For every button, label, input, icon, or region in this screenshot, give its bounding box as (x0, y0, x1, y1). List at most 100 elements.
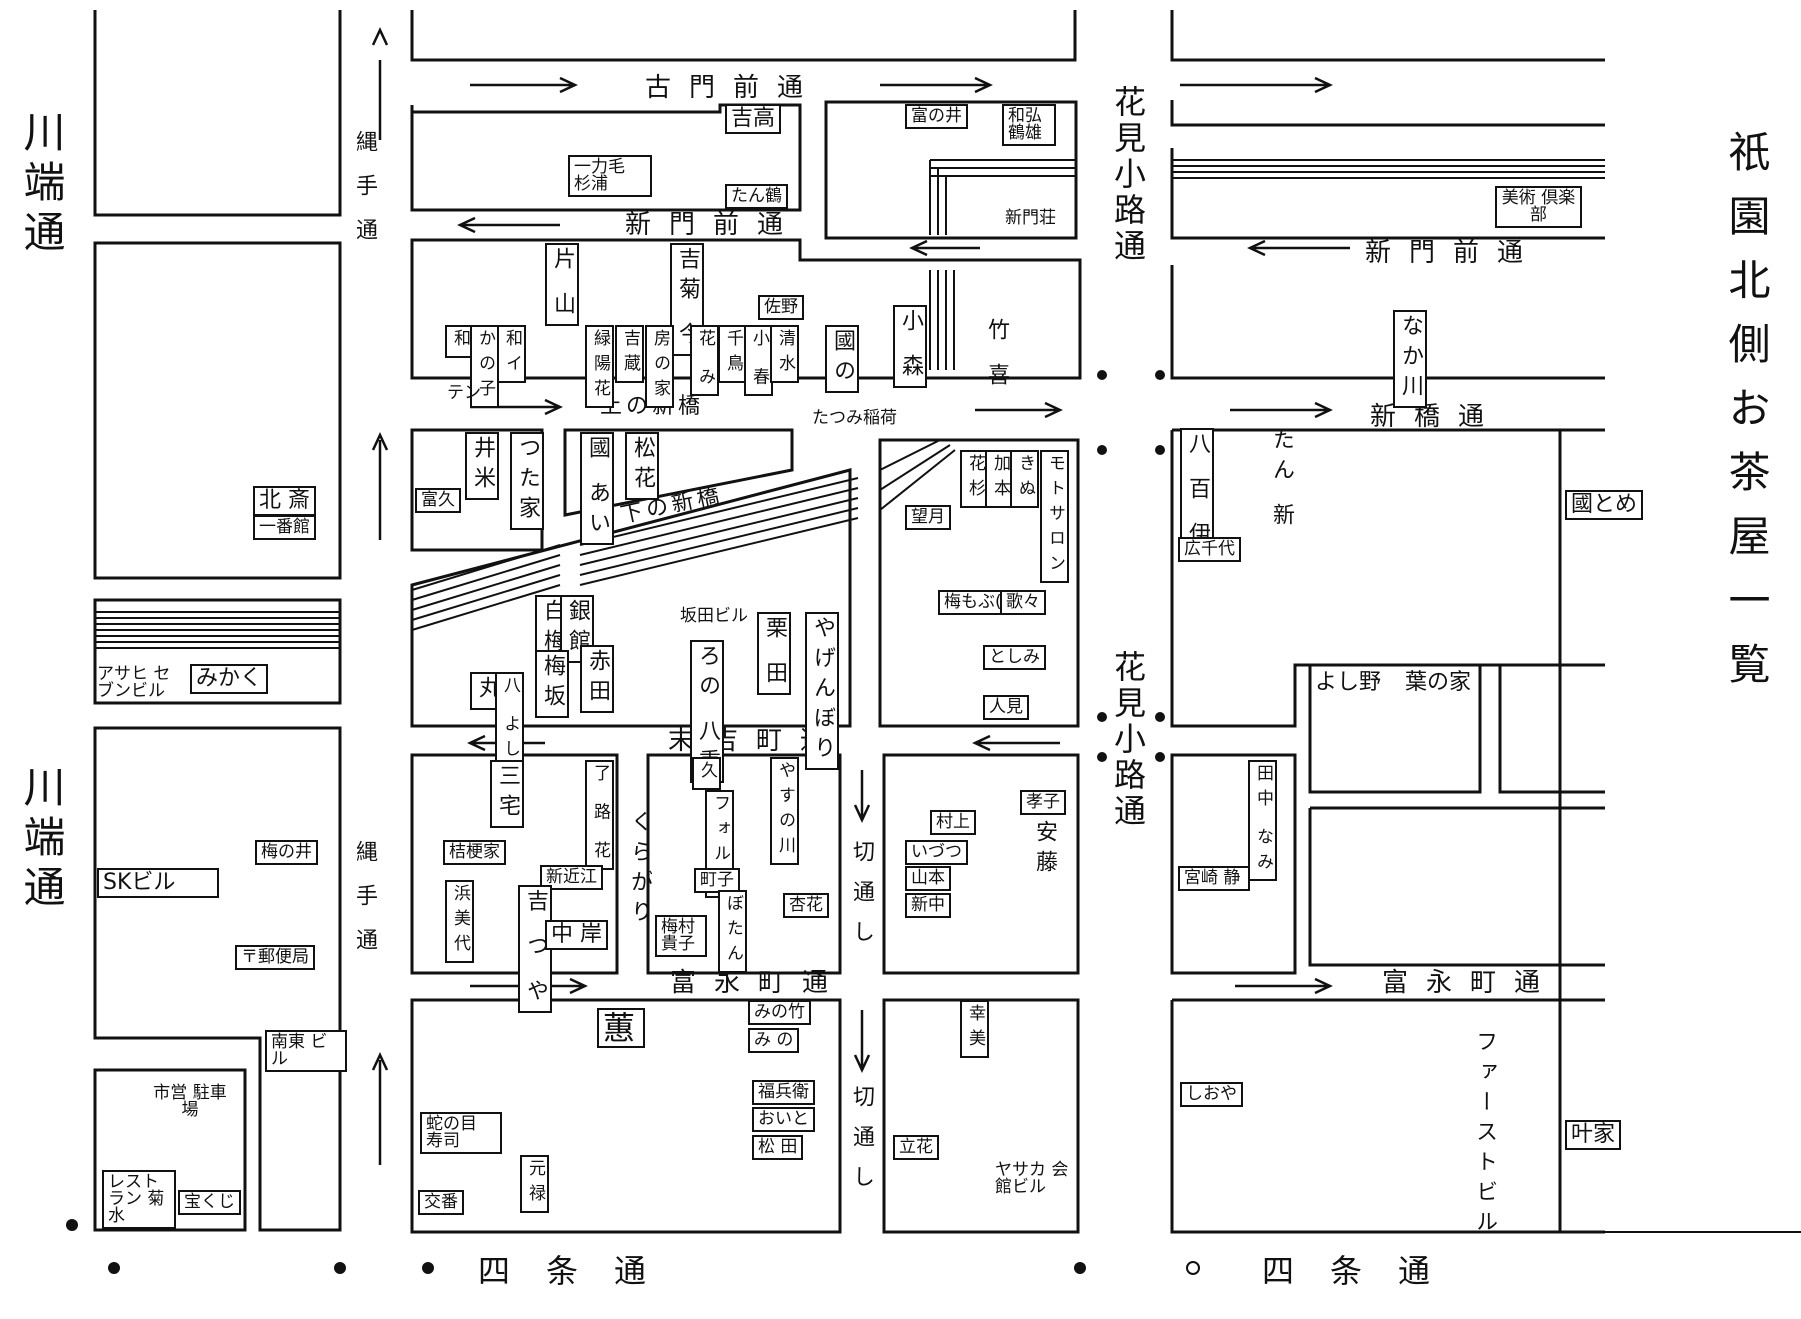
shop-label: 清水 (770, 325, 799, 383)
shop-label: 井米 (465, 432, 499, 500)
arrow (371, 1052, 389, 1165)
shop-label: 一番館 (253, 515, 316, 540)
canal-hatch (411, 544, 561, 631)
block-outline (1308, 808, 1605, 967)
shop-label: 久 (692, 757, 721, 790)
road-shijo-right: 四条通 (1262, 1252, 1467, 1290)
shop-label: としみ (983, 645, 1046, 670)
marker-ring (1186, 1261, 1200, 1275)
shop-label: 吉高 (725, 104, 782, 134)
shop-label: 栗 田 (757, 612, 791, 695)
shop-label: 中 岸 (545, 920, 608, 950)
shop-label: 蛇の目 寿司 (420, 1112, 502, 1154)
shop-label: 〒郵便局 (235, 945, 315, 970)
shop-label: 一力毛 杉浦 (568, 155, 652, 197)
block-outline (1308, 663, 1482, 794)
marker-dot (1155, 445, 1165, 455)
marker-dot (1155, 752, 1165, 762)
road-hanamikoji-bottom: 花見小路通 (1109, 650, 1147, 830)
marker-dot (1097, 370, 1107, 380)
canal-hatch (95, 611, 340, 649)
shop-label: 孝子 (1020, 790, 1066, 815)
marker-dot (422, 1262, 434, 1274)
shop-label: 房の家 (645, 325, 674, 408)
road-shinmonzen-right: 新門前通 (1365, 238, 1542, 268)
shop-label: 小 森 (893, 305, 927, 388)
shop-label: かの子 (470, 325, 499, 408)
shop-label: 富の井 (905, 104, 968, 129)
shop-label: 美術 倶楽部 (1495, 186, 1582, 228)
block-outline (1170, 100, 1605, 127)
shop-label: 坂田ビル (680, 606, 748, 626)
shop-label: ヤサカ 会館ビル (995, 1160, 1069, 1197)
block-outline (1170, 265, 1605, 380)
shop-label: 和イ (497, 325, 526, 383)
shop-label: 北 斎 (253, 486, 316, 516)
block-outline (1498, 665, 1605, 794)
shop-label: 梅の井 (255, 840, 318, 865)
block-outline (410, 998, 842, 1234)
shop-label: つた家 (510, 432, 544, 530)
alley-kurakari: くらがり (627, 810, 652, 930)
shop-label: SKビル (97, 868, 219, 898)
shop-label: 國の (825, 325, 859, 393)
canal-hatch (1172, 159, 1605, 179)
block-outline (93, 241, 342, 580)
shop-label: 吉蔵 (615, 325, 644, 383)
shop-label: しおや (1180, 1082, 1243, 1107)
road-tominagacho-right: 富永町通 (1382, 968, 1559, 998)
shop-label: 三宅 (490, 760, 524, 828)
shop-label: 富久 (415, 488, 461, 513)
block-outline (410, 10, 1077, 62)
shop-label: ぼたん (718, 890, 747, 973)
block-outline (93, 1068, 247, 1232)
arrow (1180, 76, 1333, 94)
shop-label: 望月 (905, 505, 951, 530)
shop-label: 和 (445, 325, 474, 358)
shop-label: 浜美代 (445, 880, 474, 963)
shop-label: 交番 (418, 1190, 464, 1215)
shop-label: 杏花 (783, 893, 829, 918)
shop-label: みの竹 (748, 1000, 811, 1025)
shop-label: 新中 (905, 893, 951, 918)
road-kiridoshi-2: 切通し (849, 1085, 874, 1205)
shop-label: 新門荘 (1005, 208, 1056, 228)
title-list: 祇園北側お茶屋一覧 (1722, 130, 1771, 706)
canal-hatch (579, 477, 859, 586)
shop-label: 松 田 (752, 1135, 804, 1160)
shop-label: 梅村 貴子 (655, 915, 707, 957)
marker-dot (1155, 712, 1165, 722)
road-shinbashi: 新橋通 (1370, 402, 1503, 432)
arrow (1230, 401, 1333, 419)
block-outline (410, 468, 852, 728)
shop-label: たん鶴 (725, 184, 788, 209)
road-kawabata-top: 川端通 (17, 110, 66, 260)
arrow (371, 432, 389, 540)
shop-label: 歌々 (1000, 590, 1046, 615)
arrow (457, 216, 560, 234)
shop-label: み の (748, 1028, 800, 1053)
marker-dot (108, 1262, 120, 1274)
block-outline (878, 438, 1080, 728)
marker-dot (66, 1219, 78, 1231)
shrine-tatsumi: たつみ稲荷 (812, 408, 897, 428)
shop-label: 田中 なみ (1248, 760, 1277, 882)
arrow (470, 76, 578, 94)
shop-label: 千鳥 (718, 325, 747, 383)
shop-label: きぬ (1010, 450, 1039, 508)
block-outline (410, 238, 1082, 380)
shop-label: 南東 ビル (265, 1030, 347, 1072)
block-outline (93, 598, 342, 705)
shop-label: なか川 (1393, 310, 1427, 408)
road-tominagacho-left: 富永町通 (670, 968, 847, 998)
shop-label: 幸美 (960, 1000, 989, 1058)
shop-label: 蕙 (597, 1008, 646, 1048)
shop-label: 梅坂 (535, 650, 569, 718)
shop-label: よし野 (1315, 670, 1382, 695)
road-nawate-bottom: 縄手通 (352, 840, 377, 972)
arrow (1247, 239, 1350, 257)
road-shinmonzen-left: 新門前通 (625, 210, 802, 240)
arrow (975, 401, 1063, 419)
shop-label: いづつ (905, 840, 968, 865)
